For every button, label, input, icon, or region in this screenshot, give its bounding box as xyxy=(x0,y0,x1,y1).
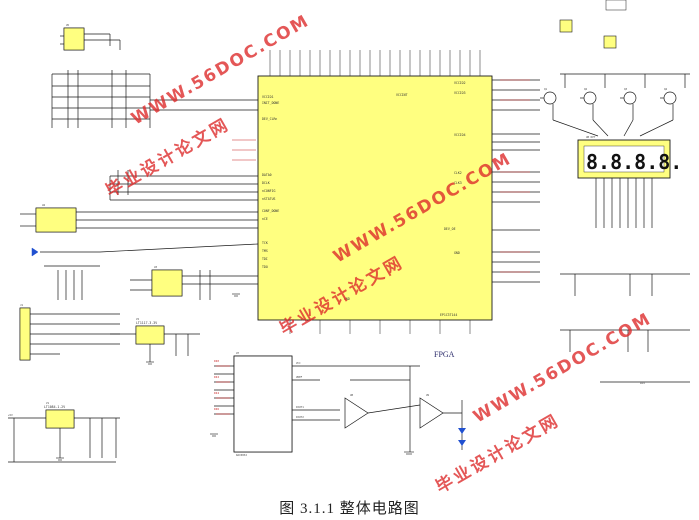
svg-text:DI4: DI4 xyxy=(214,391,219,395)
svg-text:CLK2: CLK2 xyxy=(454,171,462,175)
svg-text:CONF_DONE: CONF_DONE xyxy=(262,209,279,213)
svg-text:U7: U7 xyxy=(236,351,240,355)
fpga-pins xyxy=(269,50,481,334)
svg-text:Q3: Q3 xyxy=(624,87,628,91)
svg-text:VCCIO1: VCCIO1 xyxy=(262,95,274,99)
svg-text:V1: V1 xyxy=(46,401,50,405)
svg-text:DCLK: DCLK xyxy=(262,181,270,185)
fpga-chip xyxy=(257,75,493,321)
svg-text:INIT_DONE: INIT_DONE xyxy=(262,101,279,105)
svg-text:EP1C3T144: EP1C3T144 xyxy=(440,313,457,317)
fpga-label: FPGA xyxy=(434,350,455,359)
svg-text:DI0: DI0 xyxy=(214,359,219,363)
svg-text:U8: U8 xyxy=(350,393,354,397)
svg-text:U4: U4 xyxy=(42,203,46,207)
svg-text:VCCINT: VCCINT xyxy=(396,93,408,97)
svg-text:nSTATUS: nSTATUS xyxy=(262,197,276,201)
svg-text:nCE: nCE xyxy=(262,217,268,221)
svg-text:DEV_OE: DEV_OE xyxy=(444,227,456,231)
svg-text:VCCIO2: VCCIO2 xyxy=(454,81,466,85)
svg-text:TMS: TMS xyxy=(262,249,268,253)
svg-text:DI6: DI6 xyxy=(214,407,219,411)
svg-text:V2: V2 xyxy=(136,317,140,321)
svg-text:DAC0832: DAC0832 xyxy=(236,453,247,457)
regulator-1v2-label: LT1084-1.2V xyxy=(44,405,65,409)
svg-text:TDI: TDI xyxy=(262,257,268,261)
svg-text:Q4: Q4 xyxy=(664,87,668,91)
svg-text:DI2: DI2 xyxy=(214,375,219,379)
ground-symbols xyxy=(56,293,414,461)
svg-text:VCCIO4: VCCIO4 xyxy=(454,133,466,137)
svg-text:R24: R24 xyxy=(640,381,645,385)
svg-text:J1: J1 xyxy=(20,303,24,307)
svg-text:DEV_CLRn: DEV_CLRn xyxy=(262,117,277,121)
svg-text:GND: GND xyxy=(344,297,350,301)
svg-text:GND: GND xyxy=(454,251,460,255)
svg-text:nCONFIG: nCONFIG xyxy=(262,189,276,193)
circuit-schematic: VCCIO1 INIT_DONE DEV_CLRn DATA0 DCLK nCO… xyxy=(8,0,690,463)
svg-text:U3: U3 xyxy=(154,265,158,269)
seven-segment-digits: 8.8.8.8. xyxy=(586,150,682,174)
component-labels: U5 U4 U3 V2 V1 U7 J1 DAC0832 U8 DPY Q1 Q2… xyxy=(8,23,668,457)
svg-text:CLK3: CLK3 xyxy=(454,181,462,185)
svg-text:VREF: VREF xyxy=(296,375,303,379)
svg-text:VCC: VCC xyxy=(296,361,301,365)
svg-text:U9: U9 xyxy=(426,393,430,397)
svg-text:U8 DPY: U8 DPY xyxy=(586,135,596,139)
svg-text:IOUT1: IOUT1 xyxy=(296,405,304,409)
bus-pin-markers xyxy=(216,79,530,415)
svg-text:Q1: Q1 xyxy=(544,87,548,91)
regulator-3v3-label: LT1117-3.3V xyxy=(136,321,157,325)
figure-caption: 图 3.1.1 整体电路图 xyxy=(279,501,420,517)
svg-text:Q2: Q2 xyxy=(584,87,588,91)
svg-text:TDO: TDO xyxy=(262,265,268,269)
svg-text:U5: U5 xyxy=(66,23,70,27)
svg-text:IOUT2: IOUT2 xyxy=(296,415,304,419)
svg-text:TCK: TCK xyxy=(262,241,268,245)
fpga-pin-labels: VCCIO1 INIT_DONE DEV_CLRn DATA0 DCLK nCO… xyxy=(262,81,466,317)
svg-text:+5V: +5V xyxy=(8,413,13,417)
svg-text:VCCIO3: VCCIO3 xyxy=(454,91,466,95)
svg-text:DATA0: DATA0 xyxy=(262,173,272,177)
